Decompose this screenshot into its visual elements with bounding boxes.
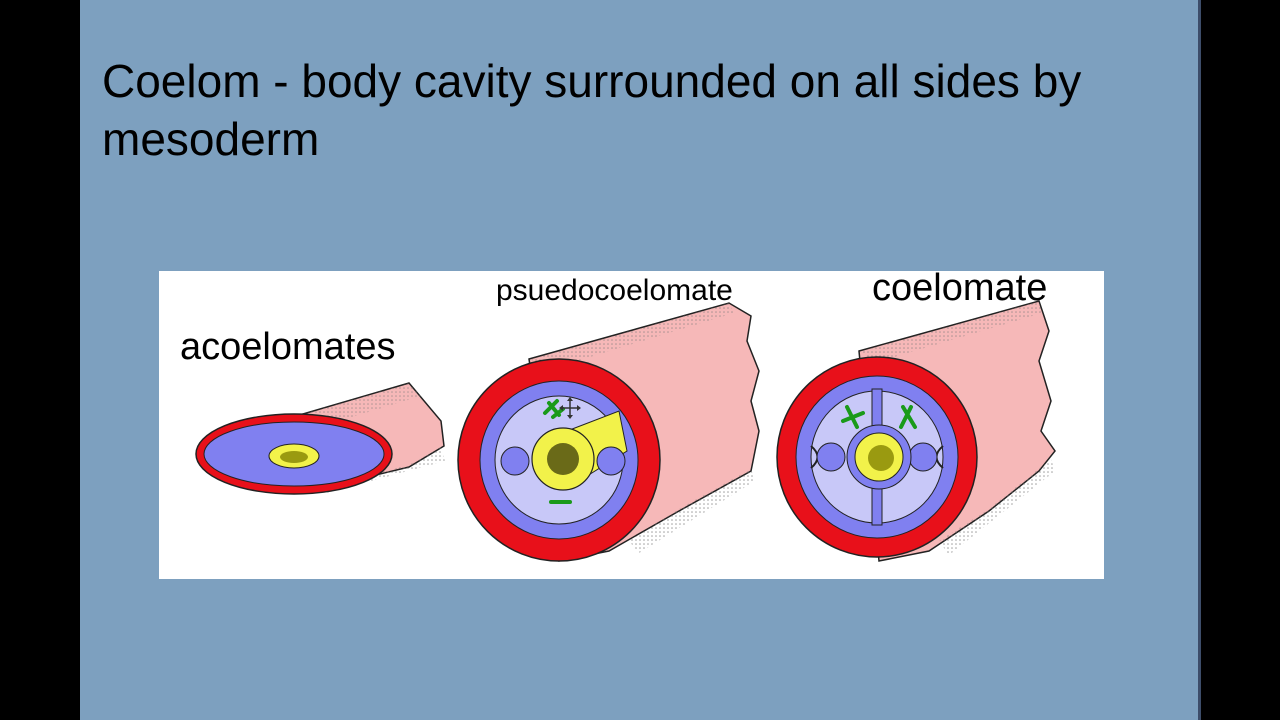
slide-title: Coelom - body cavity surrounded on all s…: [102, 52, 1182, 168]
label-coelomate: coelomate: [872, 271, 1047, 310]
coelomate-right-vessel: [909, 443, 937, 471]
label-pseudocoelomate: psuedocoelomate: [496, 274, 733, 308]
coelomate-gut-lumen: [868, 445, 894, 471]
acoelomate-gut-lumen: [280, 451, 308, 463]
pseudocoelomate-left-vessel: [501, 447, 529, 475]
pseudocoelomate-diagram: [458, 303, 759, 561]
coelomate-diagram: [777, 301, 1055, 561]
body-plan-figure: acoelomates psuedocoelomate coelomate: [159, 271, 1104, 579]
slide: Coelom - body cavity surrounded on all s…: [80, 0, 1200, 720]
pseudocoelomate-right-vessel: [597, 447, 625, 475]
label-acoelomates: acoelomates: [180, 326, 395, 369]
body-plan-illustration: [159, 271, 1104, 579]
slide-right-edge: [1198, 0, 1201, 720]
acoelomate-diagram: [196, 383, 445, 495]
pseudocoelomate-gut-lumen: [547, 443, 579, 475]
coelomate-left-vessel: [817, 443, 845, 471]
